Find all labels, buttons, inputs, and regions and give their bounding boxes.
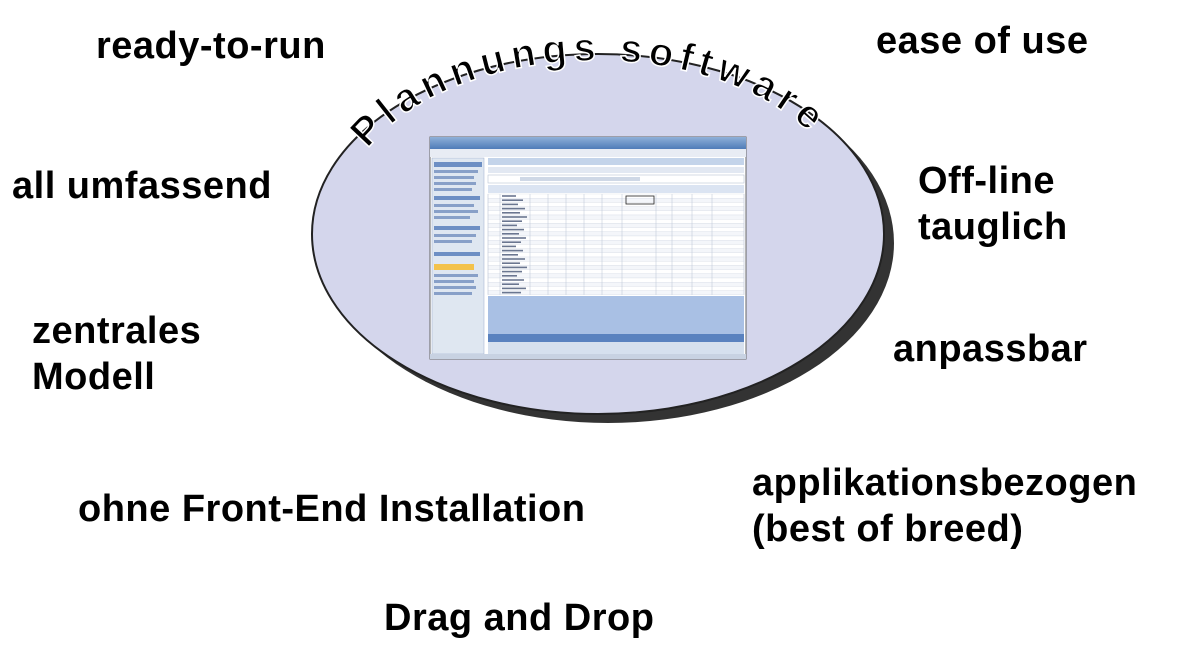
table-row	[487, 198, 745, 203]
row-text	[502, 228, 524, 231]
table-row	[487, 210, 745, 216]
feature-drag-and-drop: Drag and Drop	[384, 597, 655, 639]
table-row	[487, 193, 745, 199]
row-text	[502, 224, 517, 227]
table-row	[487, 240, 745, 245]
feature-zentrales-line2: Modell	[32, 356, 156, 398]
table-row	[487, 223, 745, 228]
table-row	[487, 235, 745, 241]
row-text	[502, 254, 518, 256]
row-text	[502, 291, 521, 294]
table-row	[487, 290, 745, 295]
row-text	[502, 237, 526, 239]
feature-applikationsbezogen: applikationsbezogen (best of breed)	[752, 460, 1137, 552]
feature-applikations-line1: applikationsbezogen	[752, 462, 1138, 504]
row-text	[502, 245, 516, 248]
feature-zentrales-modell: zentrales Modell	[32, 308, 201, 400]
row-text	[502, 266, 527, 269]
row-text	[502, 199, 523, 201]
row-text	[502, 212, 520, 214]
table-row	[487, 227, 745, 232]
table-row	[487, 202, 745, 207]
table-row	[487, 269, 745, 274]
table-row	[487, 231, 745, 237]
feature-zentrales-line1: zentrales	[32, 310, 202, 352]
table-row	[487, 286, 745, 291]
table-row	[487, 219, 745, 224]
feature-offline-tauglich: Off-line tauglich	[918, 158, 1068, 250]
row-text	[502, 207, 525, 210]
row-text	[502, 249, 523, 252]
row-text	[502, 220, 522, 222]
feature-applikations-line2: (best of breed)	[752, 508, 1024, 550]
row-text	[502, 262, 520, 264]
table-row	[487, 248, 745, 253]
table-row	[487, 277, 745, 283]
row-text	[502, 275, 517, 277]
row-text	[502, 241, 521, 243]
feature-anpassbar: anpassbar	[893, 328, 1088, 370]
table-row	[487, 282, 745, 287]
row-text	[502, 270, 522, 273]
feature-ready-to-run: ready-to-run	[96, 25, 326, 67]
feature-ohne-frontend: ohne Front-End Installation	[78, 488, 586, 530]
table-row	[487, 244, 745, 249]
row-text	[502, 283, 519, 285]
selected-cell	[625, 195, 655, 205]
row-text	[502, 279, 524, 281]
table-row	[487, 273, 745, 279]
table-grid	[487, 193, 745, 295]
row-text	[502, 258, 525, 260]
row-text	[502, 233, 519, 235]
row-text	[502, 203, 518, 206]
table-row	[487, 256, 745, 262]
feature-all-umfassend: all umfassend	[12, 165, 272, 207]
app-screenshot	[429, 136, 747, 360]
row-text	[502, 195, 516, 197]
row-text	[502, 216, 527, 218]
feature-offline-line1: Off-line	[918, 160, 1055, 202]
feature-ease-of-use: ease of use	[876, 20, 1089, 62]
feature-offline-line2: tauglich	[918, 206, 1068, 248]
table-row	[487, 206, 745, 211]
row-text	[502, 287, 526, 290]
table-row	[487, 261, 745, 266]
table-row	[487, 252, 745, 258]
